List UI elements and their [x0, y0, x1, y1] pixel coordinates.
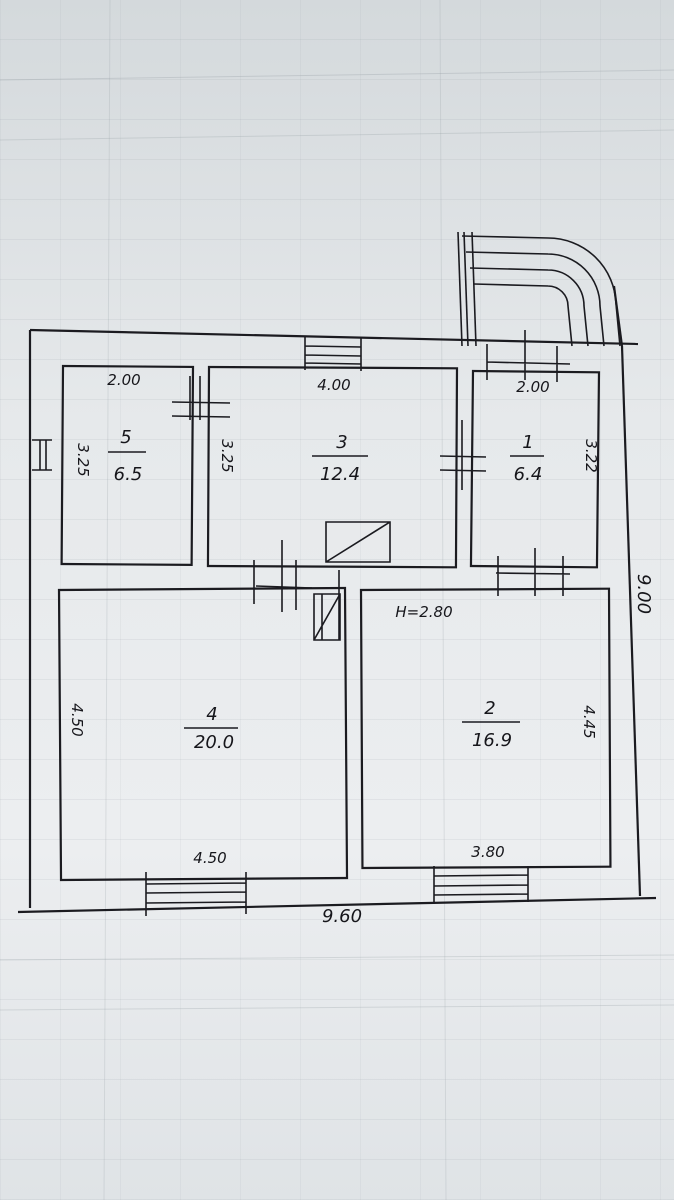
openings — [32, 330, 571, 916]
overall-width: 9.60 — [322, 906, 362, 927]
room-4-number: 4 — [206, 704, 217, 725]
room-5-width: 2.00 — [107, 371, 140, 389]
room-3-width: 4.00 — [317, 376, 350, 394]
room-3-number: 3 — [336, 432, 347, 453]
room-4-area: 20.0 — [194, 732, 234, 753]
room-4-side: 4.50 — [68, 703, 86, 736]
room-2-number: 2 — [484, 698, 495, 719]
overall-height: 9.00 — [633, 574, 654, 614]
room-4-bottom: 4.50 — [193, 849, 226, 867]
room-5-area: 6.5 — [114, 464, 143, 485]
room-walls — [57, 364, 612, 882]
room-1-area: 6.4 — [514, 464, 543, 485]
dimension-labels: 2.00 3.25 4.00 3.25 2.00 3.22 H=2.80 4.5… — [68, 371, 654, 927]
room-5-height: 3.25 — [74, 443, 92, 476]
room-2-side: 4.45 — [580, 705, 598, 738]
room-labels: 5 6.5 3 12.4 1 6.4 4 20.0 2 16.9 — [108, 427, 544, 753]
room-3-height: 3.25 — [218, 439, 236, 472]
room-1-height: 3.22 — [582, 439, 600, 472]
room-2-area: 16.9 — [472, 730, 512, 751]
room-1-number: 1 — [522, 432, 533, 453]
room-1-width: 2.00 — [516, 378, 549, 396]
room-2-bottom: 3.80 — [471, 843, 504, 861]
ceiling-height: H=2.80 — [395, 603, 452, 621]
room-5-number: 5 — [120, 427, 131, 448]
room-3-area: 12.4 — [320, 464, 360, 485]
porch-stairs — [457, 231, 621, 347]
